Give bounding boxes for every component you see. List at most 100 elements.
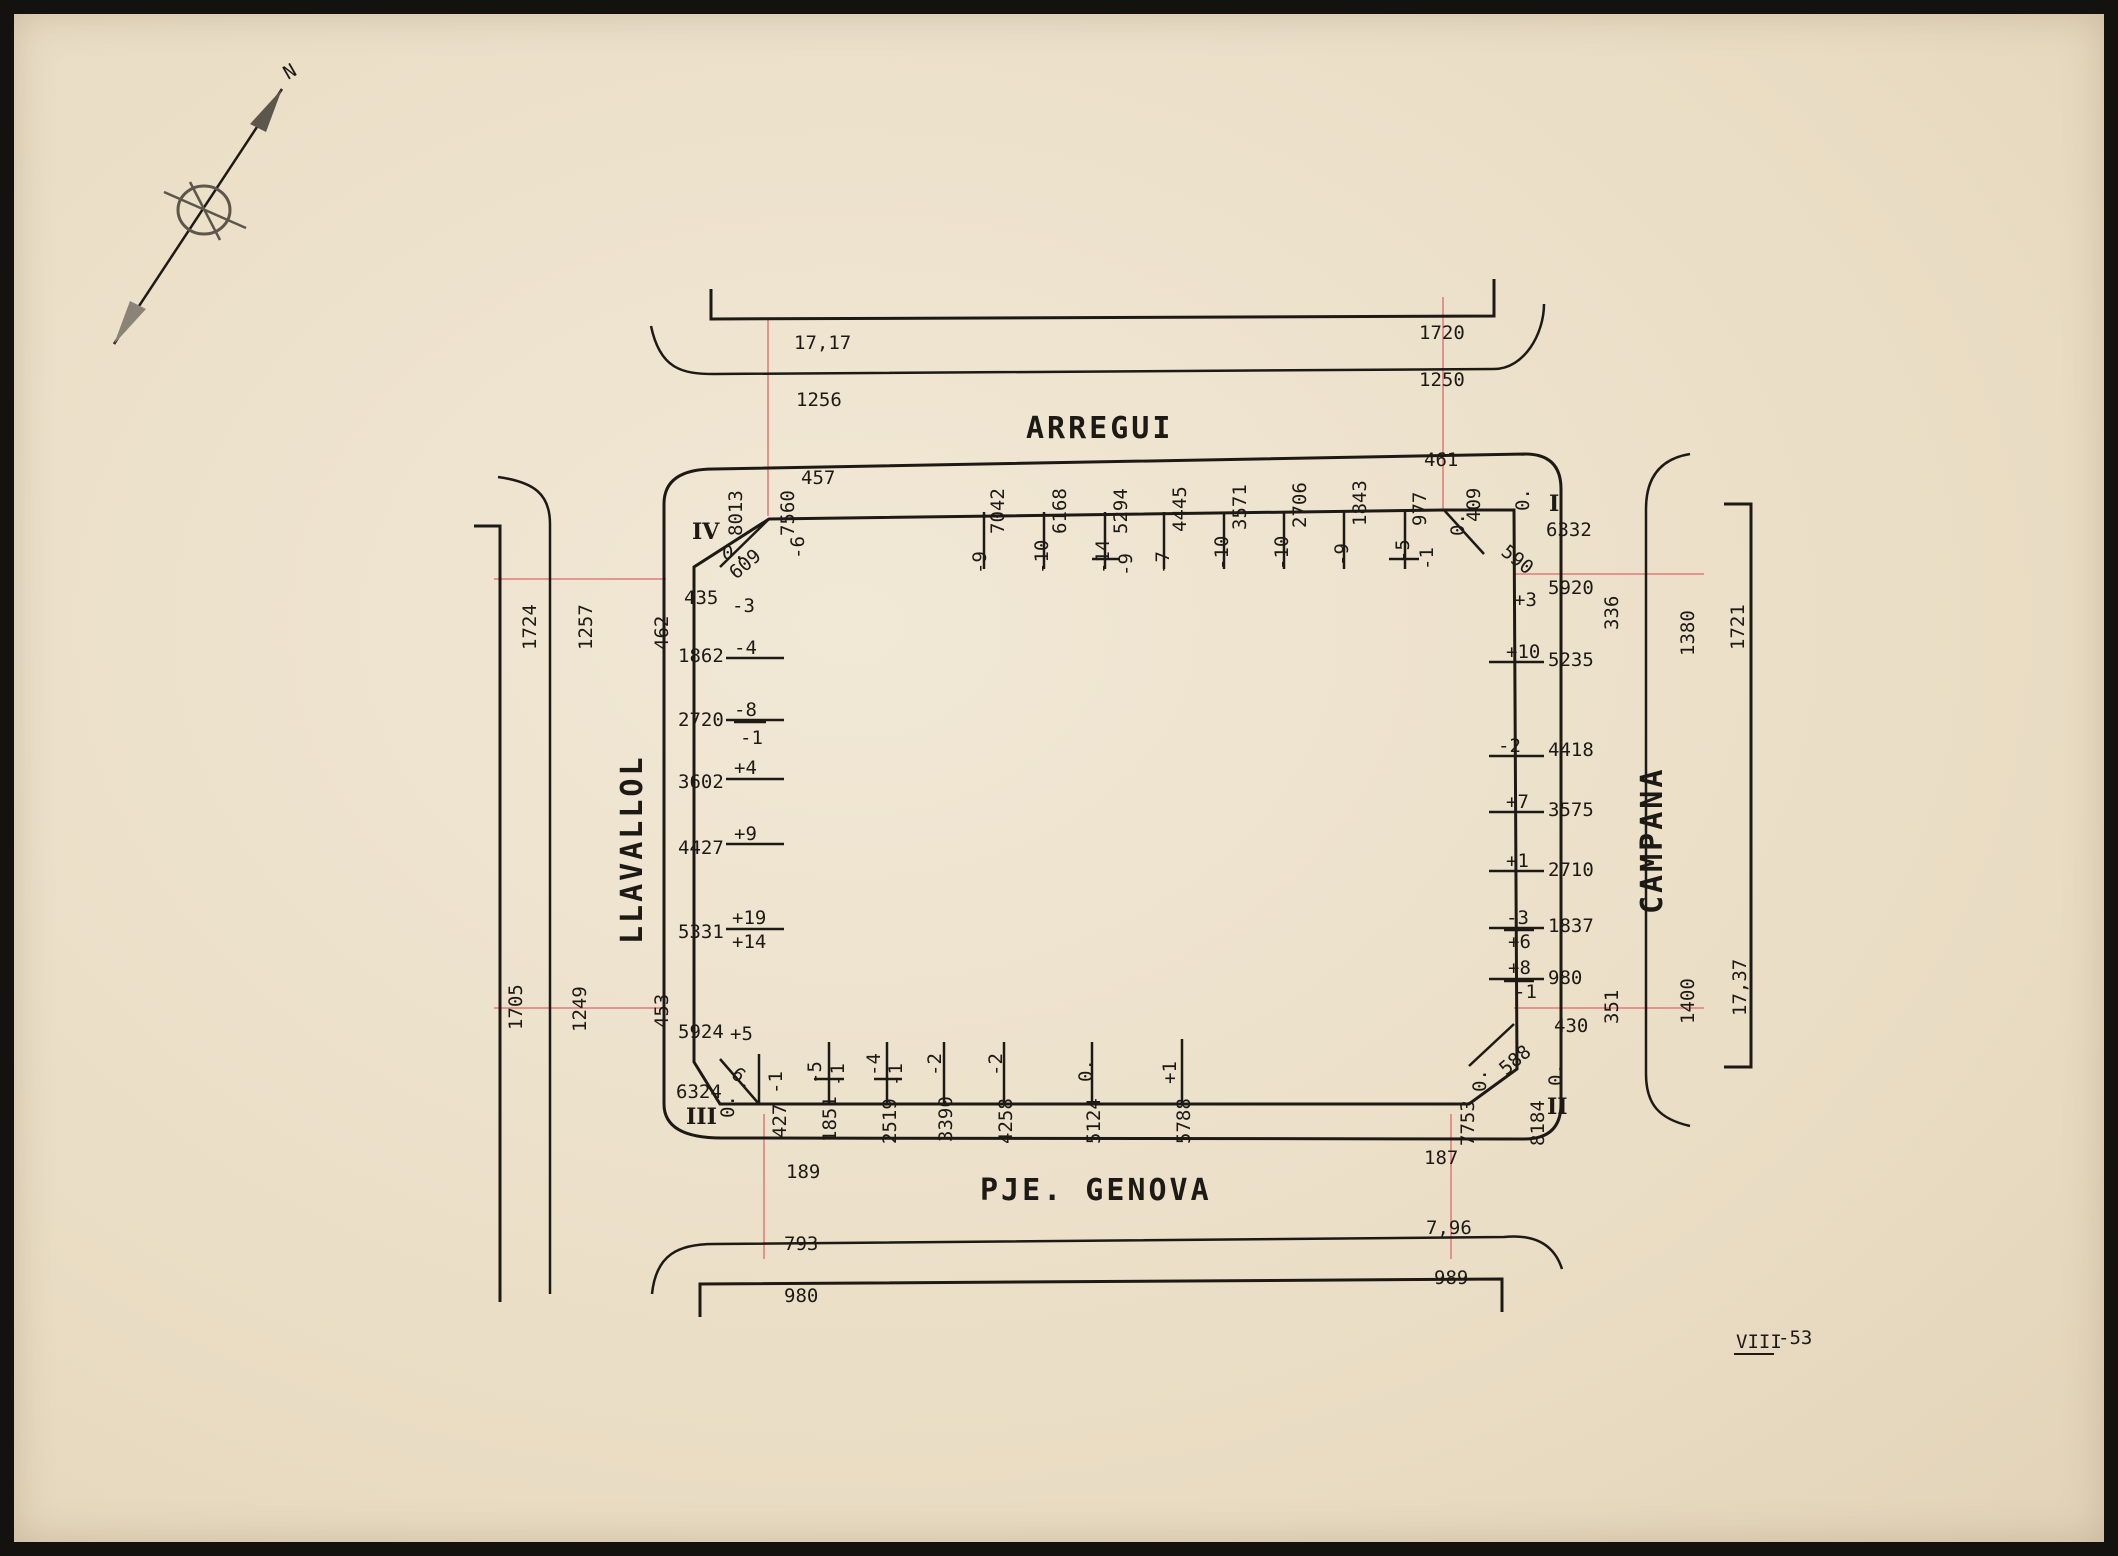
station-value: 980 <box>1548 967 1582 989</box>
corner-value: 6324 <box>676 1081 722 1103</box>
edge-value: 336 <box>1601 596 1623 630</box>
delta-value: +4 <box>734 757 757 779</box>
street-value: 1400 <box>1677 978 1699 1024</box>
station-value: 5920 <box>1548 577 1594 599</box>
station-value: 4445 <box>1169 486 1191 532</box>
delta-value: -7 <box>1152 551 1174 574</box>
delta-value: -4 <box>863 1053 885 1076</box>
street-value: 980 <box>784 1285 818 1307</box>
delta-value: -1 <box>827 1063 849 1086</box>
corner-value: 0. <box>1512 488 1534 511</box>
delta-value: -5 <box>1392 539 1414 562</box>
station-value: 7042 <box>987 488 1009 534</box>
station-value: 1843 <box>1349 480 1371 526</box>
station-value: 1837 <box>1548 915 1594 937</box>
delta-value: -2 <box>1498 735 1521 757</box>
south-measurements: 189 187 793 7,96 980 989 427 1851 2519 3… <box>676 1041 1567 1307</box>
station-value: 5924 <box>678 1021 724 1043</box>
station-value: 5124 <box>1083 1098 1105 1144</box>
street-curbs <box>474 279 1753 1317</box>
date-month: VIII <box>1736 1331 1782 1353</box>
corner-label-iv: IV <box>692 519 720 545</box>
corner-label-iii: III <box>686 1104 717 1130</box>
station-value: 3571 <box>1229 484 1251 530</box>
corner-value: 0. <box>1545 1063 1567 1086</box>
street-value: 1705 <box>505 984 527 1030</box>
street-name-north: ARREGUI <box>1026 411 1173 446</box>
corner-value: 0. <box>717 1095 739 1118</box>
delta-value: -3 <box>1506 907 1529 929</box>
street-name-east: CAMPANA <box>1635 767 1670 914</box>
station-value: 2720 <box>678 709 724 731</box>
station-value: 1862 <box>678 645 724 667</box>
corner-value: 8013 <box>725 490 747 536</box>
delta-value: -3 <box>732 595 755 617</box>
street-value: 1721 <box>1727 604 1749 650</box>
delta-value: -4 <box>734 637 757 659</box>
delta-value: +14 <box>732 931 766 953</box>
edge-value: 351 <box>1601 990 1623 1024</box>
corner-value: 8184 <box>1527 1100 1549 1146</box>
station-value: 5331 <box>678 921 724 943</box>
street-value: 1249 <box>569 986 591 1032</box>
delta-value: -1 <box>740 727 763 749</box>
delta-value: -8 <box>734 699 757 721</box>
street-value: 1256 <box>796 389 842 411</box>
edge-value: 189 <box>786 1161 820 1183</box>
delta-value: -1 <box>765 1071 787 1094</box>
compass-icon: N <box>112 60 300 345</box>
delta-value: -10 <box>1211 536 1233 570</box>
west-measurements: 1724 1257 1705 1249 462 453 435 1862 272… <box>505 587 766 1045</box>
delta-value: +5 <box>730 1023 753 1045</box>
street-value: 1250 <box>1419 369 1465 391</box>
corner-label-ii: II <box>1547 1094 1568 1120</box>
block-outline <box>662 452 1563 1141</box>
north-ticks <box>982 512 1419 569</box>
street-value: 989 <box>1434 1267 1468 1289</box>
delta-value: +9 <box>734 823 757 845</box>
street-value: 1380 <box>1677 610 1699 656</box>
north-measurements: 17,17 1720 1256 1250 457 461 7042 6168 5… <box>722 322 1592 584</box>
delta-value: +3 <box>1514 589 1537 611</box>
station-value: 6168 <box>1049 488 1071 534</box>
east-ticks <box>1489 660 1544 983</box>
delta-value: -10 <box>1271 536 1293 570</box>
edge-value: 461 <box>1424 449 1458 471</box>
corner-value: 6. <box>727 1063 759 1095</box>
corner-value: 0. <box>1469 1069 1491 1092</box>
station-value: 4258 <box>995 1098 1017 1144</box>
station-value: 2710 <box>1548 859 1594 881</box>
street-name-west: LLAVALLOL <box>615 754 650 944</box>
delta-value: -9 <box>969 551 991 574</box>
street-value: 17,17 <box>794 332 851 354</box>
delta-value: +10 <box>1506 641 1540 663</box>
survey-plan: N <box>112 60 1812 1355</box>
date-year: -53 <box>1778 1327 1812 1349</box>
edge-value: 187 <box>1424 1147 1458 1169</box>
east-measurements: 1380 1721 1400 17,37 336 351 5920 5235 4… <box>1498 577 1751 1037</box>
street-value: 17,37 <box>1729 959 1751 1016</box>
station-value: 1851 <box>819 1096 841 1142</box>
corner-value: 7560 <box>777 490 799 536</box>
delta-value: +19 <box>732 907 766 929</box>
station-value: 3602 <box>678 771 724 793</box>
delta-value: -9 <box>1115 553 1137 576</box>
west-ticks <box>726 656 784 931</box>
edge-value: 453 <box>651 994 673 1028</box>
station-value: 2706 <box>1289 482 1311 528</box>
delta-value: -1 <box>1514 981 1537 1003</box>
delta-value: -2 <box>924 1053 946 1076</box>
street-name-south: PJE. GENOVA <box>980 1173 1212 1208</box>
station-value: 2519 <box>879 1098 901 1144</box>
station-value: 5788 <box>1173 1098 1195 1144</box>
street-value: 1257 <box>575 604 597 650</box>
street-value: 1724 <box>519 604 541 650</box>
station-value: 427 <box>769 1104 791 1138</box>
delta-value: -9 <box>1331 543 1353 566</box>
date-stamp: VIII -53 <box>1734 1327 1812 1355</box>
station-value: 7753 <box>1457 1100 1479 1146</box>
delta-value: -5 <box>804 1061 826 1084</box>
delta-value: +1 <box>1159 1061 1181 1084</box>
station-value: 4418 <box>1548 739 1594 761</box>
station-value: 5235 <box>1548 649 1594 671</box>
